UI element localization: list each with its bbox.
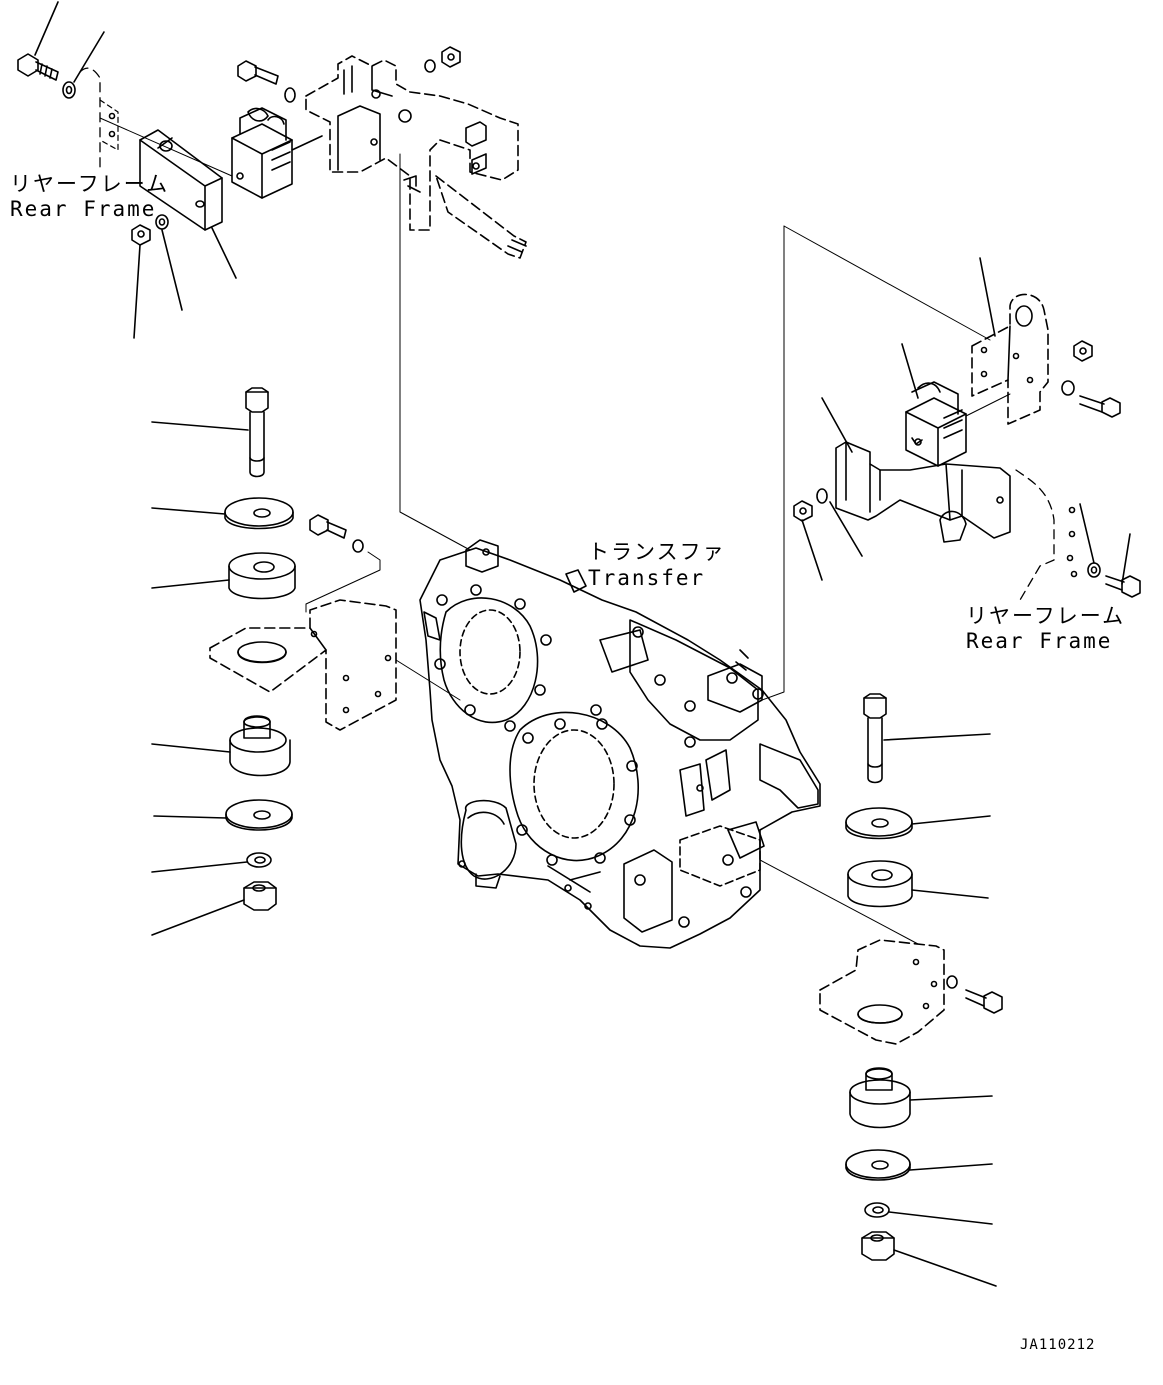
- nut-right-top: [1074, 341, 1092, 361]
- drawing-code: JA110212: [1020, 1337, 1096, 1353]
- nut-top-right-of-bracket: [442, 47, 460, 67]
- label-rear-frame-left-en: Rear Frame: [10, 197, 157, 221]
- washer-far-right: [1088, 563, 1100, 577]
- label-rear-frame-right-en: Rear Frame: [966, 629, 1113, 653]
- label-transfer-jp: トランスファ: [588, 540, 726, 564]
- mount-washer-large-left: [225, 498, 293, 529]
- washer-lower-left: [156, 215, 168, 229]
- nut-lower-left: [132, 225, 150, 245]
- washer-top-center: [285, 88, 295, 102]
- mount-nut-left: [244, 882, 276, 910]
- bolt-mount-bracket-left: [310, 515, 346, 538]
- mount-cushion-lower-left: [230, 716, 290, 776]
- rear-frame-plate-right: [972, 294, 1048, 424]
- label-transfer-en: Transfer: [588, 566, 706, 590]
- small-washer-left: [247, 853, 271, 867]
- mount-cushion-lower-right: [850, 1068, 910, 1128]
- right-mount-stack: [820, 694, 1002, 1286]
- mount-bolt-left: [246, 388, 268, 477]
- l-bracket-right: [836, 442, 1010, 542]
- mount-bracket-right: [820, 940, 944, 1044]
- transfer-unit: [400, 154, 820, 948]
- top-left-bracket-assembly: [18, 2, 526, 338]
- sensor-connector-left: [232, 108, 322, 198]
- mount-cushion-upper-left: [229, 553, 295, 599]
- mount-bolt-right: [864, 694, 886, 783]
- mount-bracket-left: [210, 600, 396, 730]
- sensor-connector-right: [906, 382, 1010, 466]
- washer-mount-bracket-left: [353, 540, 363, 552]
- washer-top-right-of-bracket: [425, 60, 435, 72]
- rear-frame-bracket-top: [306, 56, 526, 258]
- mount-washer-lower-right: [846, 1150, 910, 1180]
- mount-nut-right: [862, 1232, 894, 1260]
- mount-cushion-upper-right: [848, 861, 912, 907]
- bolt-far-right: [1106, 576, 1140, 597]
- washer-top-left: [63, 82, 75, 98]
- right-bracket-assembly: [794, 258, 1140, 600]
- small-washer-right: [865, 1203, 889, 1217]
- bolt-mount-bracket-right: [966, 990, 1002, 1013]
- transfer-bolts: [435, 585, 763, 927]
- nut-right-lower: [794, 501, 812, 521]
- washer-mount-bracket-right: [947, 976, 957, 988]
- washer-right-top: [1062, 381, 1074, 395]
- mount-washer-large-right: [846, 808, 912, 839]
- bolt-top-center: [238, 61, 278, 84]
- bolt-top-left: [18, 54, 58, 80]
- label-rear-frame-right-jp: リヤーフレーム: [966, 604, 1126, 628]
- left-mount-stack: [152, 388, 396, 935]
- bolt-right-top: [1080, 396, 1120, 417]
- washer-right-lower: [817, 489, 827, 503]
- plate-bracket-left: [140, 130, 222, 230]
- mount-washer-lower-left: [226, 800, 292, 830]
- label-rear-frame-left-jp: リヤーフレーム: [10, 172, 170, 196]
